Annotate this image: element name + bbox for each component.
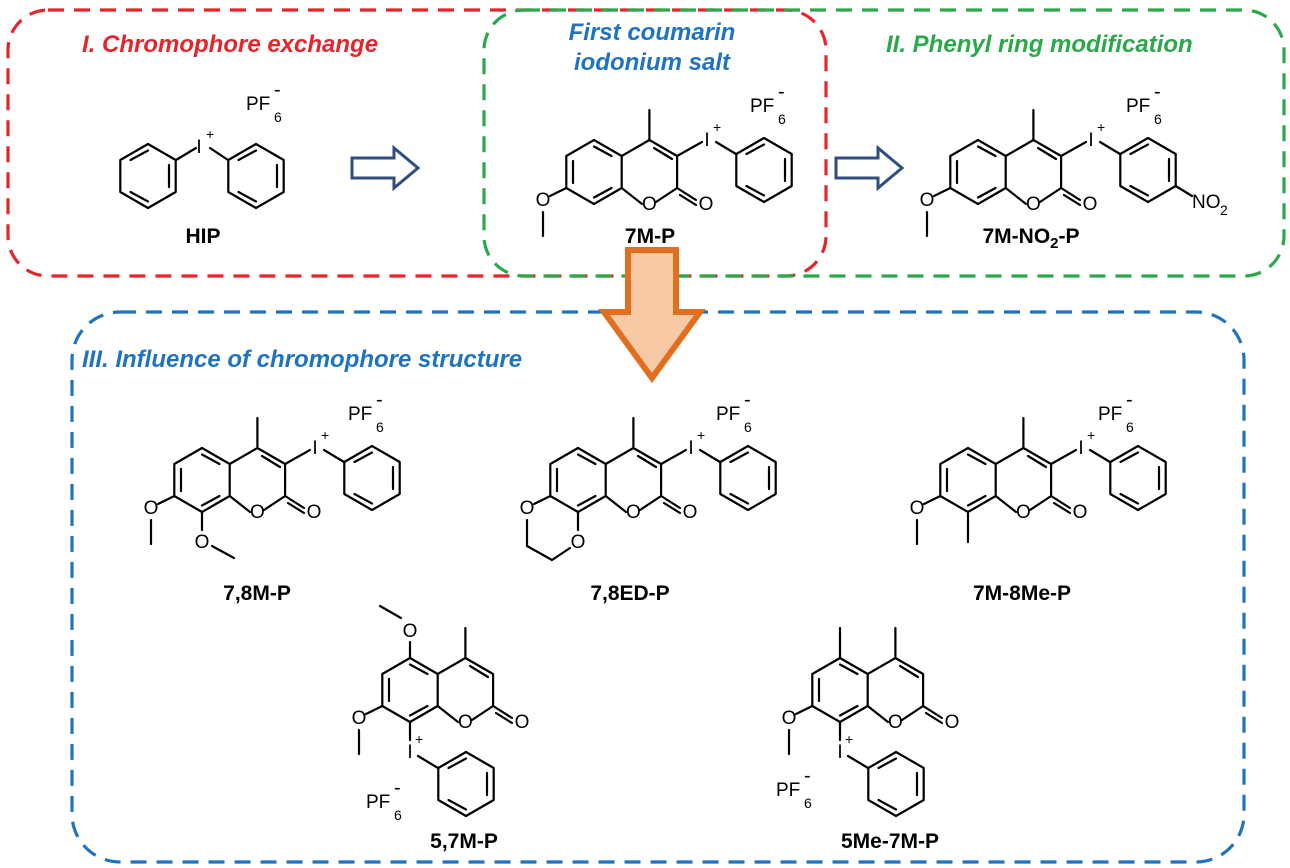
svg-text:O: O xyxy=(1083,194,1098,215)
svg-text:PF: PF xyxy=(366,792,390,813)
svg-text:O: O xyxy=(515,712,530,733)
svg-text:6: 6 xyxy=(778,111,786,127)
compound-label-7-8m-p: 7,8M-P xyxy=(223,582,291,605)
svg-text:PF: PF xyxy=(348,404,372,425)
big-down-arrow-icon xyxy=(598,247,706,384)
svg-text:O: O xyxy=(699,194,714,215)
svg-text:+: + xyxy=(697,427,705,443)
box-chromophore-structure xyxy=(70,310,1246,864)
svg-text:O: O xyxy=(1073,502,1088,523)
svg-text:I: I xyxy=(1078,438,1083,459)
molecule-7-8m-p: O O O O I + PF 6 - xyxy=(144,389,401,560)
box-phenyl-ring-modification xyxy=(482,8,1286,278)
svg-text:O: O xyxy=(920,190,935,211)
title-chromophore-exchange: I. Chromophore exchange xyxy=(82,31,378,58)
molecule-7m-p: O O O I + PF 6 - xyxy=(536,81,793,238)
compound-label-5-7m-p: 5,7M-P xyxy=(430,830,498,853)
svg-text:-: - xyxy=(744,389,751,411)
svg-text:+: + xyxy=(713,119,721,135)
svg-text:PF: PF xyxy=(1126,96,1150,117)
svg-text:O: O xyxy=(642,194,657,215)
box-chromophore-exchange xyxy=(6,8,828,278)
compound-label-7m-p: 7M-P xyxy=(625,225,675,248)
svg-text:PF: PF xyxy=(1098,404,1122,425)
svg-text:+: + xyxy=(415,731,423,747)
svg-text:+: + xyxy=(1097,119,1105,135)
title-first-coumarin-line2: iodonium salt xyxy=(574,49,731,76)
svg-text:O: O xyxy=(195,532,210,553)
svg-text:2: 2 xyxy=(1220,202,1228,218)
svg-text:O: O xyxy=(945,712,960,733)
svg-text:O: O xyxy=(352,708,367,729)
compound-label-7m-8me-p: 7M-8Me-P xyxy=(973,582,1071,605)
title-chromophore-structure: III. Influence of chromophore structure xyxy=(82,346,522,373)
svg-text:+: + xyxy=(845,731,853,747)
compound-label-5me-7m-p: 5Me-7M-P xyxy=(841,830,939,853)
svg-text:O: O xyxy=(536,190,551,211)
svg-text:+: + xyxy=(1087,427,1095,443)
plus-label: + xyxy=(206,126,214,142)
compound-label-7-8ed-p: 7,8ED-P xyxy=(590,582,669,605)
svg-text:O: O xyxy=(403,621,418,642)
svg-text:-: - xyxy=(778,81,785,103)
svg-text:O: O xyxy=(144,498,159,519)
svg-text:O: O xyxy=(520,498,535,519)
svg-text:PF: PF xyxy=(716,404,740,425)
svg-text:O: O xyxy=(910,498,925,519)
molecule-7m-8me-p: O O O I + PF 6 - xyxy=(910,389,1167,546)
svg-text:-: - xyxy=(804,765,811,787)
svg-text:O: O xyxy=(307,502,322,523)
molecule-5me-7m-p: O O O I + PF 6 - xyxy=(776,626,960,818)
molecule-7-8ed-p: O O O O I + PF 6 - xyxy=(520,389,777,562)
svg-text:+: + xyxy=(321,427,329,443)
hollow-arrow-right-icon xyxy=(834,144,905,192)
svg-text:I: I xyxy=(837,742,842,763)
svg-text:-: - xyxy=(1126,389,1133,411)
svg-text:6: 6 xyxy=(376,419,384,435)
svg-text:NO: NO xyxy=(1192,192,1221,213)
svg-text:-: - xyxy=(1154,81,1161,103)
svg-text:O: O xyxy=(626,502,641,523)
svg-text:O: O xyxy=(571,532,586,553)
svg-text:-: - xyxy=(274,79,281,101)
svg-text:O: O xyxy=(888,712,903,733)
hollow-arrow-right-icon xyxy=(350,144,421,192)
title-phenyl-ring-modification: II. Phenyl ring modification xyxy=(886,31,1193,58)
svg-text:6: 6 xyxy=(394,807,402,823)
svg-text:O: O xyxy=(250,502,265,523)
iodine-label: I xyxy=(196,137,201,158)
svg-text:6: 6 xyxy=(744,419,752,435)
svg-text:6: 6 xyxy=(274,109,282,125)
compound-label-hip: HIP xyxy=(185,225,220,248)
svg-text:6: 6 xyxy=(804,795,812,811)
svg-text:O: O xyxy=(683,502,698,523)
svg-text:I: I xyxy=(1088,130,1093,151)
molecule-7m-no2-p: O O O I + NO 2 PF 6 - xyxy=(920,81,1228,238)
pf-label: PF xyxy=(246,94,270,115)
compound-label-7m-no2-p: 7M-NO2-P xyxy=(982,225,1079,252)
svg-text:I: I xyxy=(312,438,317,459)
svg-text:-: - xyxy=(376,389,383,411)
molecule-hip: I + PF 6 - xyxy=(119,79,285,210)
svg-text:I: I xyxy=(688,438,693,459)
svg-text:O: O xyxy=(1016,502,1031,523)
svg-text:PF: PF xyxy=(750,96,774,117)
molecule-5-7m-p: O O O O I + PF 6 - xyxy=(352,604,530,823)
title-first-coumarin-line1: First coumarin xyxy=(569,19,736,46)
svg-text:6: 6 xyxy=(1154,111,1162,127)
svg-text:I: I xyxy=(704,130,709,151)
svg-text:PF: PF xyxy=(776,780,800,801)
svg-text:O: O xyxy=(782,708,797,729)
svg-text:O: O xyxy=(458,712,473,733)
svg-text:-: - xyxy=(394,777,401,799)
svg-text:6: 6 xyxy=(1126,419,1134,435)
svg-text:O: O xyxy=(1026,194,1041,215)
svg-text:I: I xyxy=(407,742,412,763)
